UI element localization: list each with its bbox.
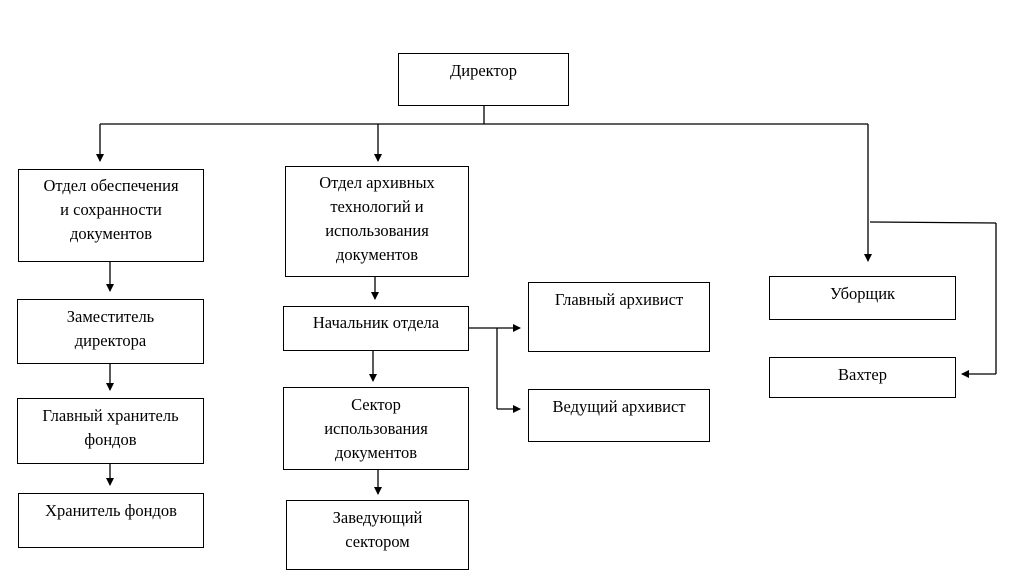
node-chief-archivist: Главный архивист [528,282,710,352]
node-deputy-director: Заместитель директора [17,299,204,364]
node-usage-sector: Сектор использования документов [283,387,469,470]
node-watchman: Вахтер [769,357,956,398]
node-chief-keeper: Главный хранитель фондов [17,398,204,464]
node-dept-head: Начальник отдела [283,306,469,351]
node-dept-doc-safety-label: Отдел обеспечения и сохранности документ… [43,176,179,243]
node-lead-archivist-label: Ведущий архивист [552,397,686,416]
node-director-label: Директор [450,61,517,80]
node-dept-archive-tech-label: Отдел архивных технологий и использовани… [319,173,435,264]
node-dept-doc-safety: Отдел обеспечения и сохранности документ… [18,169,204,262]
node-keeper: Хранитель фондов [18,493,204,548]
node-chief-archivist-label: Главный архивист [554,290,684,309]
node-deputy-director-label: Заместитель директора [66,307,155,350]
node-sector-head: Заведующий сектором [286,500,469,570]
node-keeper-label: Хранитель фондов [45,501,177,520]
node-director: Директор [398,53,569,106]
node-cleaner: Уборщик [769,276,956,320]
node-usage-sector-label: Сектор использования документов [324,395,428,462]
node-cleaner-label: Уборщик [829,284,896,303]
node-chief-keeper-label: Главный хранитель фондов [42,406,179,449]
node-dept-head-label: Начальник отдела [312,313,440,332]
node-sector-head-label: Заведующий сектором [332,508,423,551]
node-lead-archivist: Ведущий архивист [528,389,710,442]
node-watchman-label: Вахтер [838,365,887,384]
node-dept-archive-tech: Отдел архивных технологий и использовани… [285,166,469,277]
connector-watchman-branch [869,221,997,224]
